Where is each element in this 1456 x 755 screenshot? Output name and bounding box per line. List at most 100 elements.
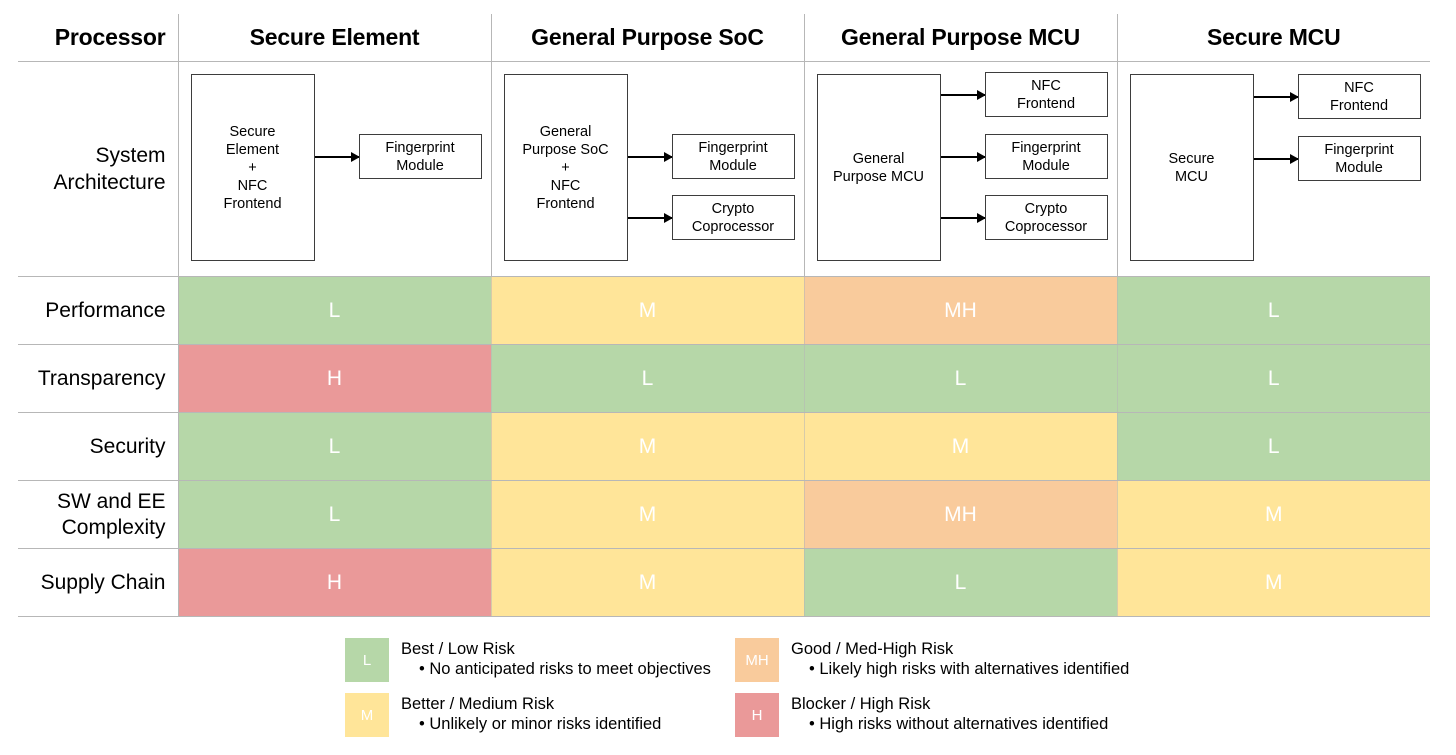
diagram-secure-element: Secure Element + NFC Frontend Fingerprin…: [179, 62, 491, 276]
legend-detail-medium: • Unlikely or minor risks identified: [419, 715, 662, 733]
row-label-line-1: SW and EE: [56, 489, 166, 513]
cell-performance-secure-element: L: [178, 276, 492, 345]
cell-transparency-secure-element: H: [178, 344, 492, 413]
box-line: Module: [1022, 157, 1070, 174]
diagram-secure-mcu: Secure MCU NFC Frontend Fi: [1118, 62, 1431, 276]
legend-detail-medhigh: • Likely high risks with alternatives id…: [809, 660, 1130, 678]
cell-transparency-secure-mcu: L: [1117, 344, 1430, 413]
box-line: Frontend: [1329, 97, 1389, 114]
arrow-soc-to-crypto: [627, 213, 673, 223]
box-line: NFC: [1031, 77, 1061, 94]
cell-transparency-general-purpose-soc: L: [491, 344, 805, 413]
box-line: +: [248, 159, 257, 176]
header-general-purpose-soc: General Purpose SoC: [491, 14, 805, 62]
row-label-system-architecture: System Architecture: [18, 61, 179, 277]
box-line: Fingerprint: [1324, 141, 1394, 158]
cell-performance-secure-mcu: L: [1117, 276, 1430, 345]
cell-performance-general-purpose-soc: M: [491, 276, 805, 345]
header-secure-mcu: Secure MCU: [1117, 14, 1430, 62]
legend-item-med-high-risk: MH Good / Med-High Risk • Likely high ri…: [735, 638, 1405, 693]
cell-complexity-secure-mcu: M: [1117, 480, 1430, 549]
cell-security-secure-mcu: L: [1117, 412, 1430, 481]
box-line: Secure: [1168, 150, 1215, 167]
cell-complexity-general-purpose-soc: M: [491, 480, 805, 549]
box-line: Module: [709, 157, 757, 174]
box-line: Purpose MCU: [832, 168, 925, 185]
arrow-soc-to-fingerprint: [627, 152, 673, 162]
box-line: Module: [1335, 159, 1383, 176]
legend-item-medium-risk: M Better / Medium Risk • Unlikely or min…: [345, 693, 735, 748]
diagram-peripheral-box-crypto-coprocessor: Crypto Coprocessor: [984, 195, 1108, 240]
cell-complexity-general-purpose-mcu: MH: [804, 480, 1118, 549]
legend-swatch-medhigh: MH: [735, 638, 779, 682]
row-label-security: Security: [18, 412, 179, 481]
box-line: Frontend: [536, 195, 595, 212]
row-label-line-2: Complexity: [61, 515, 166, 539]
box-line: Crypto: [711, 200, 755, 217]
box-line: Frontend: [1016, 95, 1076, 112]
box-line: General: [852, 150, 905, 167]
box-line: Fingerprint: [698, 139, 768, 156]
box-line: Crypto: [1024, 200, 1068, 217]
diagram-peripheral-box-crypto-coprocessor: Crypto Coprocessor: [671, 195, 795, 240]
architecture-cell-general-purpose-mcu: General Purpose MCU NFC Frontend: [804, 61, 1118, 277]
box-line: Secure: [229, 123, 276, 140]
diagram-main-box-general-purpose-soc: General Purpose SoC + NFC Frontend: [503, 74, 628, 261]
box-line: MCU: [1174, 168, 1208, 185]
diagram-peripheral-box-fingerprint-module: Fingerprint Module: [1297, 136, 1421, 181]
arrow-mcu-to-nfc: [940, 90, 986, 100]
box-line: NFC: [237, 177, 268, 194]
legend-title-low: Best / Low Risk: [401, 640, 515, 658]
cell-complexity-secure-element: L: [178, 480, 492, 549]
legend-swatch-high: H: [735, 693, 779, 737]
table-row-supply-chain: Supply Chain H M L M: [18, 548, 1430, 617]
processor-comparison-table: Processor Secure Element General Purpose…: [18, 14, 1430, 617]
header-processor: Processor: [18, 14, 179, 62]
box-line: General: [539, 123, 592, 140]
diagram-peripheral-box-fingerprint-module: Fingerprint Module: [984, 134, 1108, 179]
diagram-peripheral-box-nfc-frontend: NFC Frontend: [1297, 74, 1421, 119]
row-label-transparency: Transparency: [18, 344, 179, 413]
table-row-performance: Performance L M MH L: [18, 276, 1430, 345]
diagram-main-box-secure-mcu: Secure MCU: [1129, 74, 1254, 261]
diagram-peripheral-box-fingerprint-module: Fingerprint Module: [358, 134, 482, 179]
cell-supply-chain-general-purpose-mcu: L: [804, 548, 1118, 617]
box-line: Frontend: [223, 195, 282, 212]
header-secure-element: Secure Element: [178, 14, 492, 62]
legend: L Best / Low Risk • No anticipated risks…: [345, 638, 1405, 748]
cell-security-secure-element: L: [178, 412, 492, 481]
cell-supply-chain-secure-mcu: M: [1117, 548, 1430, 617]
cell-transparency-general-purpose-mcu: L: [804, 344, 1118, 413]
box-line: Fingerprint: [385, 139, 455, 156]
legend-title-medhigh: Good / Med-High Risk: [791, 640, 954, 658]
cell-performance-general-purpose-mcu: MH: [804, 276, 1118, 345]
box-line: Coprocessor: [691, 218, 775, 235]
box-line: Module: [396, 157, 444, 174]
cell-security-general-purpose-soc: M: [491, 412, 805, 481]
table-row-sw-and-ee-complexity: SW and EE Complexity L M MH M: [18, 480, 1430, 549]
row-label-line-1: System: [95, 144, 166, 167]
legend-title-high: Blocker / High Risk: [791, 695, 931, 713]
box-line: Element: [225, 141, 280, 158]
box-line: Fingerprint: [1011, 139, 1081, 156]
diagram-main-box-general-purpose-mcu: General Purpose MCU: [816, 74, 941, 261]
row-label-performance: Performance: [18, 276, 179, 345]
box-line: NFC: [550, 177, 581, 194]
diagram-general-purpose-soc: General Purpose SoC + NFC Frontend Finge…: [492, 62, 804, 276]
table-header-row: Processor Secure Element General Purpose…: [18, 14, 1430, 62]
legend-detail-low: • No anticipated risks to meet objective…: [419, 660, 711, 678]
architecture-cell-general-purpose-soc: General Purpose SoC + NFC Frontend Finge…: [491, 61, 805, 277]
row-label-line-2: Architecture: [53, 171, 166, 194]
arrow-mcu-to-fingerprint: [940, 152, 986, 162]
diagram-peripheral-box-nfc-frontend: NFC Frontend: [984, 72, 1108, 117]
cell-supply-chain-general-purpose-soc: M: [491, 548, 805, 617]
legend-item-high-risk: H Blocker / High Risk • High risks witho…: [735, 693, 1405, 748]
box-line: Purpose SoC: [522, 141, 609, 158]
cell-security-general-purpose-mcu: M: [804, 412, 1118, 481]
diagram-general-purpose-mcu: General Purpose MCU NFC Frontend: [805, 62, 1117, 276]
system-architecture-row: System Architecture Secure Element + NFC…: [18, 61, 1431, 277]
legend-swatch-medium: M: [345, 693, 389, 737]
box-line: NFC: [1344, 79, 1374, 96]
arrow-smcu-to-fingerprint: [1253, 154, 1299, 164]
table-row-security: Security L M M L: [18, 412, 1430, 481]
